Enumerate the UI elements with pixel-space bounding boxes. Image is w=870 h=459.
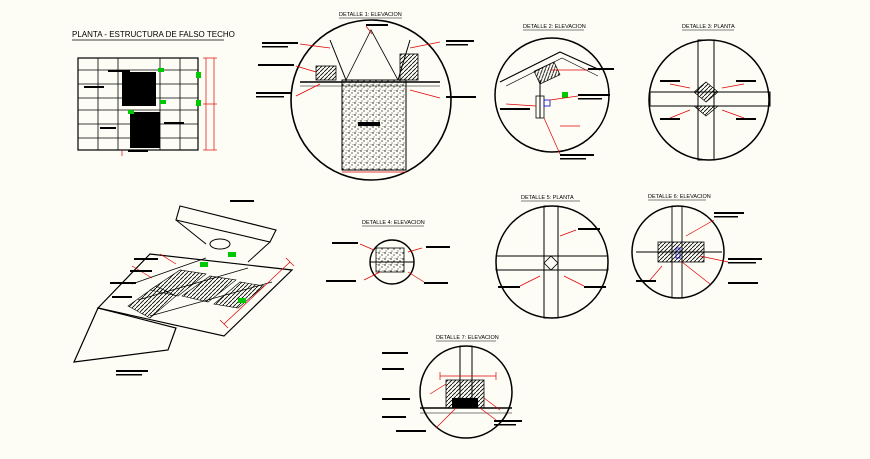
detail-4-labels xyxy=(326,242,450,284)
dimension-lines xyxy=(121,57,217,156)
detail-7-labels xyxy=(382,352,522,432)
detail-7-elevation: DETALLE 7: ELEVACION xyxy=(382,335,522,439)
detail-1-title: DETALLE 1: ELEVACION xyxy=(339,12,402,18)
detail-2-elevation: DETALLE 2: ELEVACION xyxy=(494,24,614,160)
detail-4-title: DETALLE 4: ELEVACION xyxy=(362,220,425,226)
ceiling-isometric-view xyxy=(73,200,295,376)
detail-5-leaders xyxy=(519,229,585,287)
isometric-dimensions xyxy=(131,253,295,329)
filled-panel xyxy=(130,112,160,148)
detail-1-labels xyxy=(256,24,476,98)
isometric-panels xyxy=(127,269,265,319)
detail-3-labels xyxy=(660,80,756,120)
ceiling-structure-plan: PLANTA - ESTRUCTURA DE FALSO TECHO xyxy=(72,30,235,156)
detail-5-labels xyxy=(498,228,606,288)
detail-6-leaders xyxy=(649,219,729,285)
detail-2-title: DETALLE 2: ELEVACION xyxy=(523,24,586,30)
detail-7-title: DETALLE 7: ELEVACION xyxy=(436,335,499,341)
detail-5-title: DETALLE 5: PLANTA xyxy=(521,195,574,201)
detail-3-title: DETALLE 3: PLANTA xyxy=(682,24,735,30)
detail-4-elevation: DETALLE 4: ELEVACION xyxy=(326,220,450,285)
main-title: PLANTA - ESTRUCTURA DE FALSO TECHO xyxy=(72,30,235,39)
detail-5-plan: DETALLE 5: PLANTA xyxy=(495,195,609,319)
detail-6-title: DETALLE 6: ELEVACION xyxy=(648,194,711,200)
detail-7-leaders xyxy=(429,372,501,429)
detail-6-labels xyxy=(636,212,762,284)
detail-4-leaders xyxy=(359,243,425,283)
detail-1-leaders xyxy=(295,25,441,173)
detail-6-elevation: DETALLE 6: ELEVACION xyxy=(631,194,762,299)
detail-2-labels xyxy=(500,68,614,160)
detail-1-elevation: DETALLE 1: ELEVACION xyxy=(256,12,476,181)
detail-3-plan: DETALLE 3: PLANTA xyxy=(648,24,771,161)
detail-2-leaders xyxy=(505,69,588,155)
isometric-labels xyxy=(110,200,254,376)
detail-3-leaders xyxy=(669,83,745,119)
plan-labels xyxy=(84,70,184,152)
